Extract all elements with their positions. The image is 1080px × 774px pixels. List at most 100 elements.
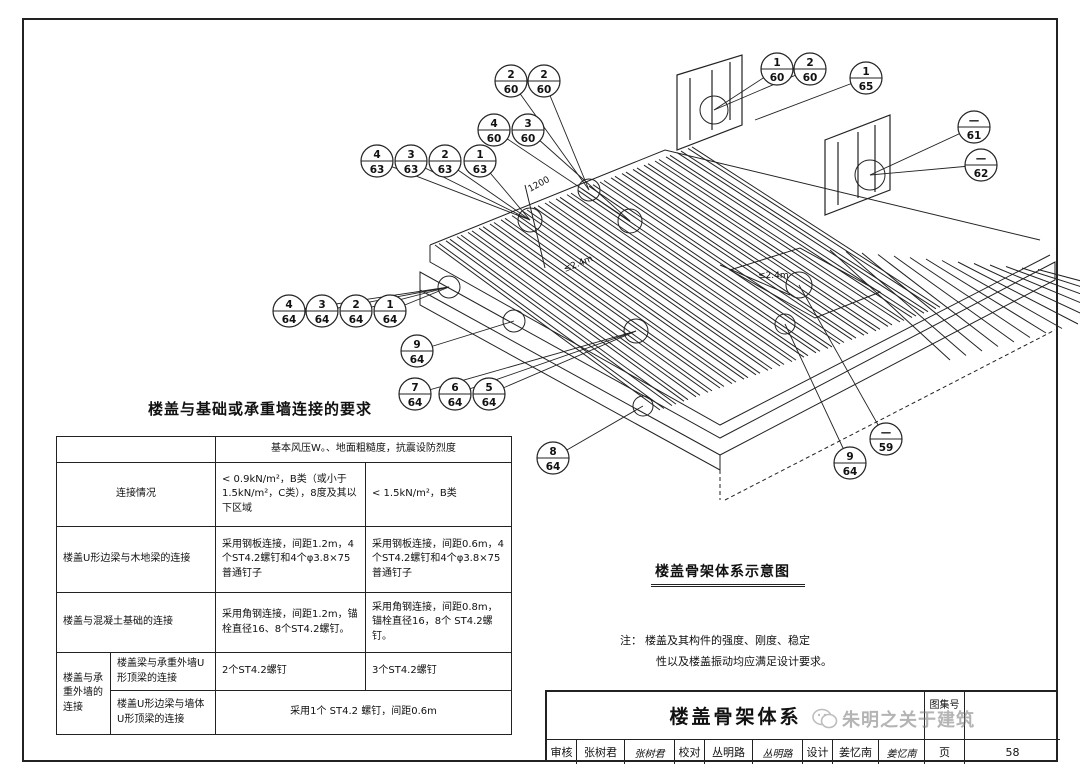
designer-name: 姜忆南 [833,740,879,764]
table-header-conditions: 基本风压W。、地面粗糙度，抗震设防烈度 [215,436,512,463]
floor-joist [643,163,893,327]
table-cell: 采用钢板连接，间距1.2m，4个ST4.2螺钉和4个φ3.8×75普通钉子 [215,526,366,593]
floor-joists [429,95,1080,426]
callout-sheet: 60 [521,133,536,145]
detail-circle [502,309,526,333]
page-label: 页 [925,740,965,764]
detail-callout: —59 [869,422,903,456]
detail-callout: 160 [760,52,794,86]
reviewer-signature: 张树君 [625,740,675,764]
callout-number: 2 [352,299,359,311]
leader-line [493,129,631,222]
callout-number: 2 [540,69,547,81]
floor-joist [434,243,665,411]
floor-joist [610,175,857,341]
callout-number: 1 [862,66,869,78]
wechat-icon [812,708,838,729]
callout-number: 8 [549,446,556,458]
detail-callout: 364 [305,294,339,328]
callout-number: 1 [773,57,780,69]
detail-callout: —61 [957,110,991,144]
table-cell: 采用角钢连接，间距0.8m，锚栓直径16，8个 ST4.2螺钉。 [365,592,512,653]
callout-sheet: 63 [473,164,488,176]
floor-joist [599,180,845,345]
table-cell: 采用1个 ST4.2 螺钉，间距0.6m [215,690,512,735]
detail-callout: 163 [463,144,497,178]
leader-line [444,160,531,221]
detail-callout: 260 [494,64,528,98]
table-cell: 采用钢板连接，间距0.6m，4个ST4.2螺钉和4个φ3.8×75普通钉子 [365,526,512,593]
callout-sheet: 63 [404,164,419,176]
diagram-caption: 楼盖骨架体系示意图 [655,564,790,580]
detail-circle [617,208,643,234]
floor-joist [989,264,1080,304]
callout-sheet: 64 [546,461,561,473]
callout-sheet: 64 [482,397,497,409]
table-cell: 3个ST4.2螺钉 [365,652,512,691]
detail-circle [632,395,654,417]
signature-row: 审核 张树君 张树君 校对 丛明路 丛明路 设计 姜忆南 姜忆南 页 58 [547,740,1060,764]
table-cell: 2个ST4.2螺钉 [215,652,366,691]
table-cell: 采用角钢连接，间距1.2m，锚栓直径16、8个ST4.2螺钉。 [215,592,366,653]
callout-number: 2 [507,69,514,81]
table-row: 连接情况 < 0.9kN/m²，B类（或小于1.5kN/m²，C类），8度及其以… [56,462,512,527]
detail-callout: 764 [398,377,432,411]
floor-joist [845,251,967,356]
detail-callout: 664 [438,377,472,411]
reviewer-name: 张树君 [577,740,625,764]
table-row-label: 楼盖U形边梁与墙体U形顶梁的连接 [110,690,216,735]
floor-joist [1021,267,1080,287]
callout-sheet: 64 [408,397,423,409]
detail-callout: 263 [428,144,462,178]
floor-joist [500,217,737,385]
dimension-span-a: ≤2.4m [562,254,594,275]
dimension-spacing: 1200 [527,175,552,195]
detail-callout: 164 [373,294,407,328]
table-header-col-a: < 0.9kN/m²，B类（或小于1.5kN/m²，C类），8度及其以下区域 [215,462,366,527]
floor-joist [654,159,905,323]
floor-joist [925,258,1047,334]
leader-line [869,126,975,176]
detail-callout: 264 [339,294,373,328]
wall-panels [676,54,891,216]
callout-number: 7 [411,382,418,394]
callout-sheet: 63 [438,164,453,176]
design-label: 设计 [803,740,833,764]
atlas-label: 图集号 [925,692,965,740]
callout-number: 3 [407,149,414,161]
floor-joist [577,188,821,354]
floor-outline [429,149,1041,246]
atlas-value [965,692,1060,740]
floor-joist [676,150,929,314]
leader-line [784,323,851,464]
callout-number: 1 [386,299,393,311]
floor-joist [687,146,941,310]
floor-joist [632,167,881,332]
watermark-text: 朱明之关于建筑 [842,710,975,731]
floor-joist [467,230,701,398]
floor-joist [861,252,983,352]
table-row-label: 连接情况 [56,462,216,527]
table-row: 基本风压W。、地面粗糙度，抗震设防烈度 [56,436,512,463]
callout-sheet: 64 [448,397,463,409]
wall-panel [676,54,743,151]
callout-sheet: 61 [967,130,982,142]
leader-line [488,330,637,395]
detail-callout: 564 [472,377,506,411]
floor-joist [1037,269,1080,282]
dimension-span-b: ≤2.4m [758,271,789,281]
detail-callout: 964 [400,334,434,368]
rim-track [429,245,1051,426]
designer-signature: 姜忆南 [879,740,925,764]
detail-circle [437,275,461,299]
check-label: 校对 [675,740,705,764]
floor-joist [478,226,713,393]
callout-sheet: 64 [410,354,425,366]
floor-joist [909,257,1031,338]
table-row: 楼盖与承重外墙的连接 楼盖梁与承重外墙U形顶梁的连接 2个ST4.2螺钉 3个S… [56,652,512,735]
floor-joist [588,184,833,349]
requirements-title: 楼盖与基础或承重墙连接的要求 [148,400,373,418]
floor-joist [544,201,785,367]
note-line: 楼盖及其构件的强度、刚度、稳定 [645,634,810,647]
